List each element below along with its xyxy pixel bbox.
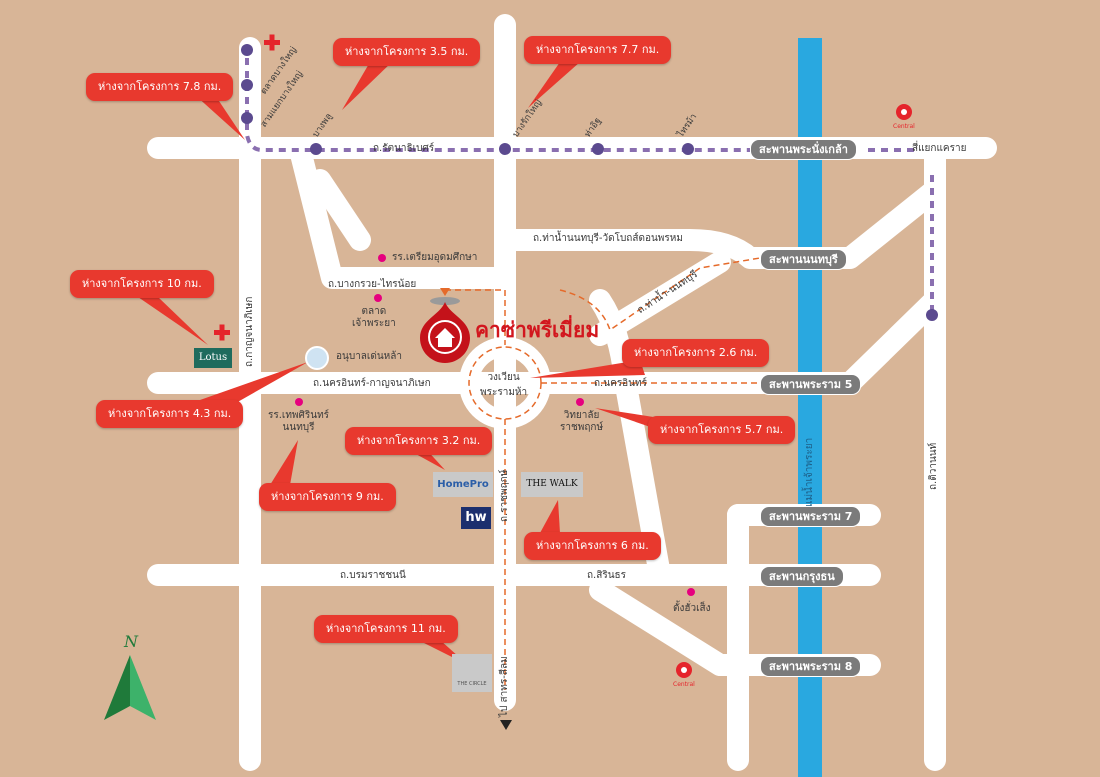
distance-callout: ห่างจากโครงการ 7.7 กม. [524, 36, 672, 64]
place-thepsirin: รร.เทพศิรินทร์ นนทบุรี [268, 410, 330, 433]
arrow-down-icon [500, 720, 512, 730]
station-dot [499, 143, 511, 155]
central-logo [676, 104, 912, 678]
poi-dot [374, 294, 382, 302]
central-logo-text: Central [673, 681, 695, 688]
distance-callout: ห่างจากโครงการ 11 กม. [314, 615, 458, 643]
distance-callout: ห่างจากโครงการ 9 กม. [259, 483, 396, 511]
station-dot [241, 44, 253, 56]
river-label: แม่น้ำเจ้าพระยา [804, 437, 815, 507]
station-dot [241, 79, 253, 91]
station-dot [682, 143, 694, 155]
kindergarten-logo [305, 346, 329, 370]
homepro-logo: HomePro [433, 472, 493, 497]
place-ratchaphruek-college: วิทยาลัย ราชพฤกษ์ [560, 410, 604, 433]
distance-callout: ห่างจากโครงการ 6 กม. [524, 532, 661, 560]
poi-dots [295, 254, 695, 596]
bridge-label: สะพานนนทบุรี [760, 249, 847, 270]
central-logo-text: Central [893, 123, 915, 130]
place-tang-hua-seng: ตั้งฮั่วเส็ง [673, 603, 711, 614]
road-label-nakhon-in: ถ.นครอินทร์ [594, 378, 647, 389]
project-pin-icon [420, 288, 470, 363]
poi-dot [295, 398, 303, 406]
road-label-to-sathorn: ไป สาทร-สีลม [499, 656, 510, 717]
route-dashes [445, 257, 761, 690]
hospital-icon [214, 34, 280, 341]
khae-rai-label: สี่แยกแคราย [912, 143, 967, 154]
the-circle-logo: THE CIRCLE [452, 654, 492, 692]
bridge-label: สะพานพระนั่งเกล้า [750, 139, 857, 160]
station-dot [592, 143, 604, 155]
the-walk-logo: THE WALK [521, 472, 583, 497]
road-label-rattanathibet: ถ.รัตนาธิเบศร์ [373, 143, 435, 154]
north-arrow-icon [104, 655, 156, 720]
road-label-bangkruai-sainoi: ถ.บางกรวย-ไทรน้อย [328, 279, 417, 290]
place-triam-udom: รร.เตรียมอุดมศึกษา [392, 252, 478, 263]
train-stations [241, 44, 938, 321]
lotus-logo: Lotus [194, 348, 232, 368]
poi-dot [378, 254, 386, 262]
distance-callout: ห่างจากโครงการ 10 กม. [70, 270, 214, 298]
distance-callout: ห่างจากโครงการ 3.5 กม. [333, 38, 481, 66]
callout-pointers [138, 62, 665, 665]
distance-callout: ห่างจากโครงการ 4.3 กม. [96, 400, 244, 428]
bridge-label: สะพานพระราม 5 [760, 374, 862, 395]
bridge-label: สะพานพระราม 7 [760, 506, 862, 527]
distance-callout: ห่างจากโครงการ 7.8 กม. [86, 73, 234, 101]
poi-dot [576, 398, 584, 406]
roads [147, 14, 997, 771]
road-label-tha-nam-wat-bot: ถ.ท่าน้ำนนทบุรี-วัดโบถส์ดอนพรหม [533, 233, 683, 244]
homeworks-logo: hw [461, 507, 491, 529]
road-label-tiwanon: ถ.ติวานนท์ [928, 442, 939, 490]
place-market: ตลาด เจ้าพระยา [352, 306, 396, 329]
road-label-borommaratchachonnani: ถ.บรมราชชนนี [340, 570, 406, 581]
road-label-nakhon-in-kanchana: ถ.นครอินทร์-กาญจนาภิเษก [313, 378, 431, 389]
road-label-ratchaphruek: ถ.ราชพฤกษ์ [499, 469, 510, 522]
road-label-sirindhorn: ถ.สิรินธร [587, 570, 627, 581]
place-roundabout: วงเวียน พระรามห้า [480, 372, 528, 398]
bridge-label: สะพานพระราม 8 [760, 656, 862, 677]
road-label-kanchanaphisek: ถ.กาญจนาภิเษก [244, 296, 255, 367]
poi-dot [687, 588, 695, 596]
chao-phraya-river [798, 38, 822, 777]
distance-callout: ห่างจากโครงการ 2.6 กม. [622, 339, 770, 367]
project-name: คาซ่าพรีเมี่ยม [475, 318, 600, 342]
place-kindergarten: อนุบาลเด่นหล้า [336, 351, 403, 362]
purple-train-line [245, 45, 934, 315]
distance-callout: ห่างจากโครงการ 5.7 กม. [648, 416, 796, 444]
station-dot [926, 309, 938, 321]
station-dot [310, 143, 322, 155]
bridge-label: สะพานกรุงธน [760, 566, 844, 587]
station-dot [241, 112, 253, 124]
distance-callout: ห่างจากโครงการ 3.2 กม. [345, 427, 493, 455]
compass-label: N [124, 632, 138, 651]
